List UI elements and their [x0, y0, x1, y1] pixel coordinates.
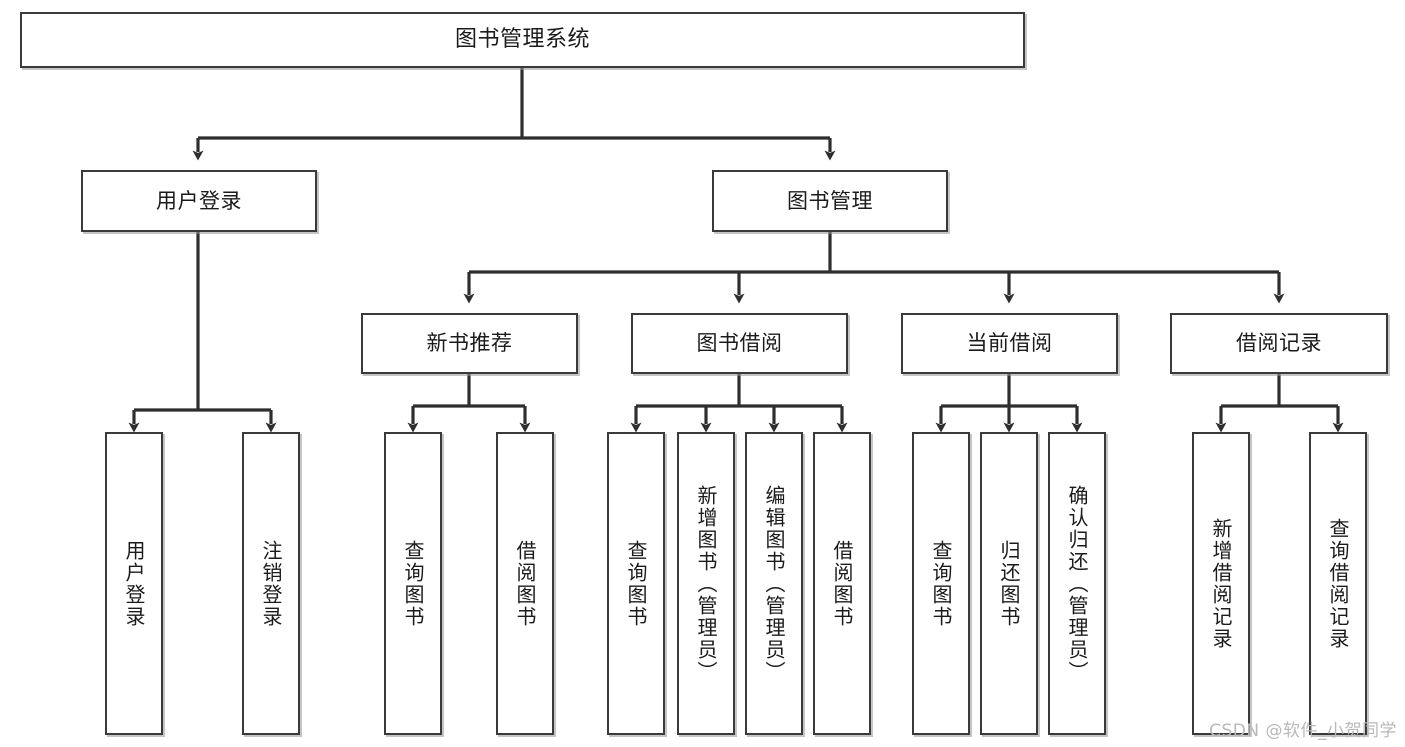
node-leaf-query-book-2-label: 查询图书 [624, 539, 648, 628]
node-new-book-recommend[interactable]: 新书推荐 [361, 313, 578, 374]
node-leaf-edit-book-admin-label: 编辑图书（管理员） [762, 484, 786, 683]
node-leaf-query-book-3[interactable]: 查询图书 [912, 432, 970, 735]
node-leaf-user-login-label: 用户登录 [122, 539, 146, 628]
node-leaf-confirm-return-admin[interactable]: 确认归还（管理员） [1048, 432, 1106, 735]
node-leaf-return-book-label: 归还图书 [997, 539, 1021, 628]
node-book-borrow[interactable]: 图书借阅 [631, 313, 848, 374]
node-current-borrow-label: 当前借阅 [966, 331, 1053, 356]
node-leaf-borrow-book-2[interactable]: 借阅图书 [813, 432, 871, 735]
node-root[interactable]: 图书管理系统 [20, 12, 1025, 68]
node-leaf-confirm-return-admin-label: 确认归还（管理员） [1065, 484, 1089, 683]
node-leaf-return-book[interactable]: 归还图书 [980, 432, 1038, 735]
node-new-book-recommend-label: 新书推荐 [426, 331, 513, 356]
node-borrow-record[interactable]: 借阅记录 [1170, 313, 1388, 374]
node-leaf-query-borrow-record[interactable]: 查询借阅记录 [1309, 432, 1367, 735]
node-leaf-add-book-admin-label: 新增图书（管理员） [694, 484, 718, 683]
node-leaf-add-book-admin[interactable]: 新增图书（管理员） [677, 432, 735, 735]
node-user-login-label: 用户登录 [156, 188, 242, 213]
node-leaf-borrow-book-1-label: 借阅图书 [513, 539, 537, 628]
node-leaf-add-borrow-record[interactable]: 新增借阅记录 [1192, 432, 1250, 735]
node-root-label: 图书管理系统 [454, 27, 590, 53]
node-leaf-edit-book-admin[interactable]: 编辑图书（管理员） [745, 432, 803, 735]
node-leaf-borrow-book-2-label: 借阅图书 [830, 539, 854, 628]
node-borrow-record-label: 借阅记录 [1236, 331, 1322, 356]
node-leaf-logout-login[interactable]: 注销登录 [242, 432, 300, 735]
node-user-login[interactable]: 用户登录 [81, 170, 317, 232]
node-leaf-logout-login-label: 注销登录 [259, 539, 283, 628]
node-current-borrow[interactable]: 当前借阅 [901, 313, 1118, 374]
node-book-manage-label: 图书管理 [787, 188, 873, 213]
node-leaf-query-book-1-label: 查询图书 [401, 539, 425, 628]
node-book-manage[interactable]: 图书管理 [712, 170, 948, 232]
node-leaf-add-borrow-record-label: 新增借阅记录 [1209, 517, 1233, 650]
node-leaf-query-book-3-label: 查询图书 [929, 539, 953, 628]
node-leaf-user-login[interactable]: 用户登录 [105, 432, 163, 735]
node-leaf-query-book-1[interactable]: 查询图书 [384, 432, 442, 735]
node-leaf-query-book-2[interactable]: 查询图书 [607, 432, 665, 735]
node-leaf-query-borrow-record-label: 查询借阅记录 [1326, 517, 1350, 650]
node-book-borrow-label: 图书借阅 [696, 331, 783, 356]
csdn-watermark: CSDN @软件_小贺同学 [1209, 721, 1397, 741]
node-leaf-borrow-book-1[interactable]: 借阅图书 [496, 432, 554, 735]
